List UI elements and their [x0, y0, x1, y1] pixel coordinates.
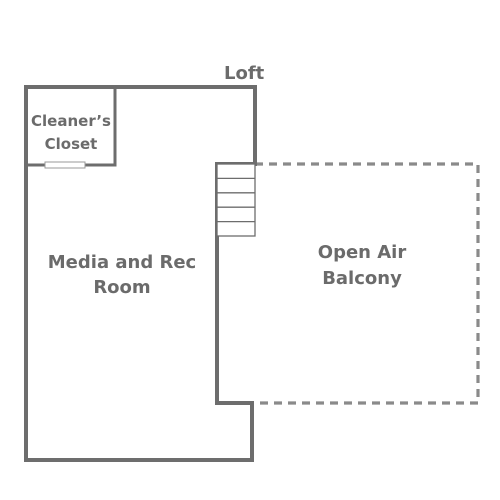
balcony-label-line2: Balcony — [322, 268, 402, 289]
balcony-label-line1: Open Air — [318, 242, 407, 263]
staircase — [216, 163, 256, 237]
closet-label-line2: Closet — [45, 135, 98, 153]
loft-label: Loft — [224, 63, 265, 84]
closet-label-line1: Cleaner’s — [31, 112, 111, 130]
media-room-label-line2: Room — [93, 277, 150, 298]
media-room-label-line1: Media and Rec — [48, 252, 196, 273]
outer-wall — [24, 85, 257, 462]
closet-door — [44, 161, 86, 169]
stair-frame — [216, 163, 256, 237]
balcony-dashed-wall — [255, 162, 480, 405]
